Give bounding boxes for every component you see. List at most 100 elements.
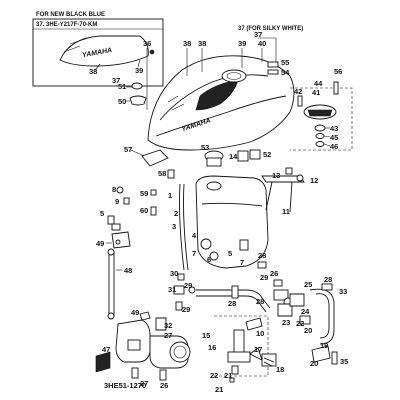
overflow-hose-33-inner xyxy=(315,293,330,339)
lower-middle-parts xyxy=(173,261,311,325)
callout-22: 22 xyxy=(210,371,218,380)
callout-55: 55 xyxy=(281,58,289,67)
callout-56: 56 xyxy=(334,67,342,76)
callout-29b: 29 xyxy=(182,305,190,314)
callout-43: 43 xyxy=(330,124,338,133)
cap-washer-3 xyxy=(315,141,325,147)
callout-33: 33 xyxy=(339,287,347,296)
callout-14: 14 xyxy=(229,152,238,161)
fuel-hose-cross-bottom xyxy=(196,295,267,313)
cap-base-53 xyxy=(206,157,222,167)
block-22 xyxy=(289,293,305,307)
tank-contour-upper xyxy=(159,74,269,121)
tank-dark-panel xyxy=(195,79,239,111)
bolt-30 xyxy=(177,273,185,281)
callout-50: 50 xyxy=(118,97,126,106)
callout-1: 1 xyxy=(168,191,172,200)
leader-57 xyxy=(130,149,145,157)
fuel-cock-filter xyxy=(245,317,263,331)
breather-cap-group xyxy=(129,82,147,106)
callout-30: 30 xyxy=(170,269,178,278)
bracket-top-plate xyxy=(261,175,305,183)
callout-26: 26 xyxy=(270,269,278,278)
callout-28a: 28 xyxy=(258,251,266,260)
callout-57: 57 xyxy=(124,145,132,154)
callout-19: 19 xyxy=(320,341,328,350)
callout-49a: 49 xyxy=(96,239,104,248)
reserve-fitting-b xyxy=(209,251,219,261)
clip-32 xyxy=(155,317,167,331)
reserve-tank-body xyxy=(195,175,269,269)
bolt-9 xyxy=(123,197,130,205)
callout-36: 36 xyxy=(143,39,151,48)
callout-29c: 29 xyxy=(260,273,268,282)
callout-12: 12 xyxy=(310,176,318,185)
hose-clamp-28d xyxy=(321,283,333,291)
callout-7b: 7 xyxy=(240,258,244,267)
callout-27b: 27 xyxy=(140,379,148,388)
callout-44: 44 xyxy=(314,79,323,88)
fuel-pump-assembly xyxy=(95,311,191,381)
bracket-bolt-13 xyxy=(285,167,293,175)
cap-washer-1 xyxy=(314,124,326,132)
filler-opening xyxy=(221,69,247,83)
tank-hatch xyxy=(167,95,185,111)
fuel-cap-detail xyxy=(290,81,353,151)
callout-22b: 22 xyxy=(296,319,304,328)
cap-washer-2 xyxy=(315,133,325,139)
bracket-19 xyxy=(311,345,331,363)
callout-54: 54 xyxy=(281,68,290,77)
small-parts-left xyxy=(116,169,175,216)
bolt-5 xyxy=(107,215,115,225)
right-hose-parts xyxy=(309,283,338,365)
callout-40: 40 xyxy=(258,39,266,48)
callout-28c: 28 xyxy=(228,299,236,308)
clip-52 xyxy=(249,149,261,160)
callout-25: 25 xyxy=(304,280,312,289)
rod-48-top xyxy=(107,248,115,256)
bracket-nut-12 xyxy=(296,174,304,182)
bolt-35 xyxy=(331,351,338,365)
emblem-bolt xyxy=(267,61,279,68)
fuel-hose-cross-top xyxy=(196,289,271,309)
fuel-hose-1-outer xyxy=(183,183,189,271)
callout-20: 20 xyxy=(304,326,312,335)
callout-38c: 38 xyxy=(198,39,206,48)
callout-31: 31 xyxy=(168,285,176,294)
callout-24: 24 xyxy=(301,307,310,316)
breather-cap xyxy=(131,82,143,90)
callout-38: 38 xyxy=(89,67,97,76)
damper-49 xyxy=(111,231,131,249)
callout-20b: 20 xyxy=(310,359,318,368)
emblem-bolt-group xyxy=(267,61,279,75)
callout-13: 13 xyxy=(272,171,280,180)
callout-37b: 37 xyxy=(254,30,262,39)
reserve-tank-neck xyxy=(206,181,222,191)
callout-18: 18 xyxy=(276,365,284,374)
rod-48-bottom xyxy=(107,312,115,320)
tank-contour-lower xyxy=(155,95,287,137)
pump-ring-inner xyxy=(173,345,187,359)
callout-5: 5 xyxy=(228,249,232,258)
reserve-fitting-a xyxy=(200,238,212,250)
washer-29 xyxy=(188,286,196,294)
filler-ring xyxy=(226,72,242,80)
leader-39-inset xyxy=(137,59,141,68)
callout-11: 11 xyxy=(282,207,290,216)
callout-60: 60 xyxy=(140,206,148,215)
callout-21: 21 xyxy=(224,371,232,380)
callout-23: 23 xyxy=(282,318,290,327)
callout-5b: 5 xyxy=(100,209,104,218)
callout-28d: 28 xyxy=(324,275,332,284)
callout-48: 48 xyxy=(124,266,132,275)
callout-35: 35 xyxy=(340,357,348,366)
black-blue-part-code: 37. 3HE-Y217F-70-KM xyxy=(36,22,97,28)
callout-39: 39 xyxy=(135,66,143,75)
bolt-21 xyxy=(229,377,235,383)
emblem-washer xyxy=(267,69,279,75)
callout-26b: 26 xyxy=(160,381,168,390)
inset-tank-panel xyxy=(59,35,149,67)
callout-3: 3 xyxy=(172,222,176,231)
fuel-cock-frame xyxy=(214,315,269,377)
